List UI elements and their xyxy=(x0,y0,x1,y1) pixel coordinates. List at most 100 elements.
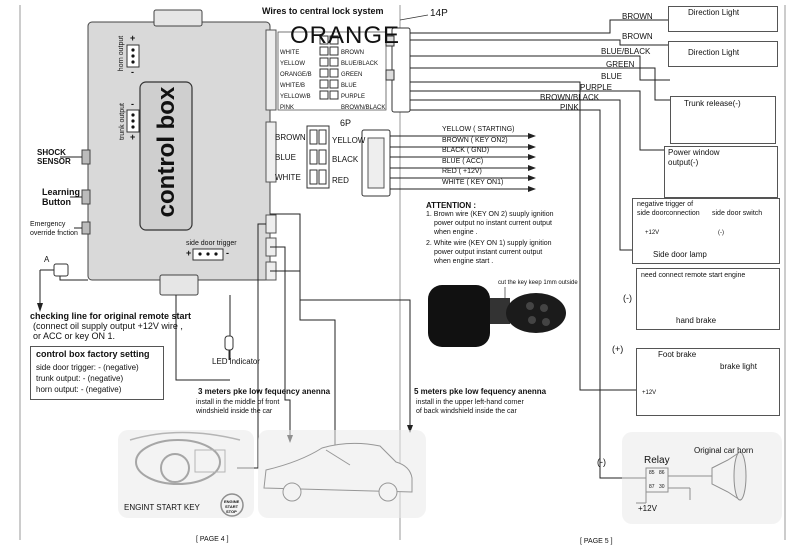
horn-label: Original car horn xyxy=(694,446,754,455)
trunk-output-label: trunk output xyxy=(118,103,126,140)
attention-line-1b: power output no instant current output xyxy=(434,220,552,227)
control-box-drawing xyxy=(81,9,277,296)
a-label: A xyxy=(44,255,50,264)
horn-output-label: horn output xyxy=(118,35,126,72)
trunk-plus: + xyxy=(130,132,136,142)
start-wire-3: BLUE ( ACC) xyxy=(442,158,484,165)
control-box-title: control box xyxy=(153,86,180,218)
hand-brake-label: hand brake xyxy=(676,316,717,325)
attention-line-1c: when engine . xyxy=(434,229,478,236)
shock-sensor-label-a: SHOCK xyxy=(37,148,66,157)
lock-wire-left-4: YELLOW/B xyxy=(280,94,311,100)
door-neg-label: (-) xyxy=(718,230,724,236)
check-line-c: or ACC or key ON 1. xyxy=(33,331,116,341)
start-wire-bundle xyxy=(390,135,528,190)
out-wire-4: BLUE xyxy=(601,72,622,81)
check-line-a: checking line for original remote start xyxy=(30,311,192,321)
lock-wire-left-1: YELLOW xyxy=(280,61,306,67)
orange-overlay: ORANGE xyxy=(290,22,401,49)
factory-line-2: trunk output: - (negative) xyxy=(36,374,124,383)
power-window-box xyxy=(664,146,778,198)
shock-sensor-label-b: SENSOR xyxy=(37,157,71,166)
lock-wire-left-2: ORANGE/B xyxy=(280,72,312,78)
start-button-text-1: ENGINE xyxy=(224,499,240,504)
attention-line-2b: power output instant current output xyxy=(434,249,543,256)
brake-box xyxy=(636,348,780,416)
antenna-3m-title: 3 meters pke low fequency anenna xyxy=(198,387,331,396)
out-wire-2: BLUE/BLACK xyxy=(601,47,651,56)
brake-12v-label: +12V xyxy=(642,390,657,396)
direction-light-box-2 xyxy=(668,41,778,67)
plus-sign: (+) xyxy=(612,344,624,354)
trunk-release-box xyxy=(670,96,776,144)
relay-12v-label: +12V xyxy=(638,504,657,513)
key-fob-drawing xyxy=(428,285,566,347)
relay-pin-85: 85 xyxy=(649,470,655,476)
lock-wire-right-0: BROWN xyxy=(341,50,364,56)
page-5-label: [ PAGE 5 ] xyxy=(580,538,613,545)
horn-panel xyxy=(622,432,782,524)
power-window-label-a: Power window xyxy=(668,148,720,157)
remote-start-label: need connect remote start engine xyxy=(641,272,746,279)
antenna-5m-line-1: install in the upper left-hand corner xyxy=(416,399,524,406)
antenna-5m-line-2: of back windshield inside the car xyxy=(416,408,517,415)
output-wire-bundle xyxy=(410,19,670,479)
antenna-3m-line-1: install in the middle of front xyxy=(196,399,280,406)
six-pin-left-0: BROWN xyxy=(275,133,306,142)
start-wire-2: BLACK ( GND) xyxy=(442,147,490,154)
page-4-label: [ PAGE 4 ] xyxy=(196,536,229,543)
learning-button-label-a: Learning xyxy=(42,187,81,197)
horn-plus: + xyxy=(130,33,136,43)
six-pin-right-0: YELLOW xyxy=(332,136,366,145)
check-line-b: (connect oil supply output +12V wire , xyxy=(33,321,183,331)
neg-sign-mid: (-) xyxy=(623,293,632,303)
neg-trigger-label-b: side doorconnection xyxy=(637,210,700,217)
trunk-release-label: Trunk release(-) xyxy=(684,99,741,108)
relay-pin-87: 87 xyxy=(649,484,655,490)
foot-brake-label: Foot brake xyxy=(658,350,697,359)
side-door-lamp-label: Side door lamp xyxy=(653,250,707,259)
lock-wire-right-4: PURPLE xyxy=(341,94,366,100)
direction-light-label-2: Direction Light xyxy=(688,48,740,57)
trunk-minus: - xyxy=(131,99,134,109)
factory-settings-box xyxy=(30,346,164,400)
six-pin-right-2: RED xyxy=(332,176,349,185)
door-plus: + xyxy=(186,248,192,258)
key-note: cut the key keep 1mm outside xyxy=(498,280,578,286)
door-minus: - xyxy=(226,248,229,258)
side-door-box xyxy=(632,198,780,264)
out-wire-0: BROWN xyxy=(622,12,653,21)
out-wire-3: GREEN xyxy=(606,60,635,69)
out-wire-7: PINK xyxy=(560,103,579,112)
lock-wire-left-5: PINK xyxy=(280,105,295,111)
antenna-5m-title: 5 meters pke low fequency anenna xyxy=(414,387,547,396)
brake-light-label: brake light xyxy=(720,362,757,371)
out-wire-5: PURPLE xyxy=(580,83,613,92)
attention-line-1a: 1. Brown wire (KEY ON 2) suuply ignition xyxy=(426,211,554,218)
lock-wire-right-3: BLUE xyxy=(341,83,357,89)
factory-line-1: side door trigger: - (negative) xyxy=(36,363,139,372)
relay-label: Relay xyxy=(644,455,670,466)
car-panel xyxy=(258,430,426,518)
relay-pin-30: 30 xyxy=(659,484,665,490)
steering-panel xyxy=(118,430,254,518)
direction-light-label-1: Direction Light xyxy=(688,8,740,17)
antenna-3m-line-2: windshield inside the car xyxy=(196,408,273,415)
direction-light-box-1 xyxy=(668,6,778,32)
door-12v-label: +12V xyxy=(645,230,660,236)
start-button-text-3: STOP xyxy=(226,509,237,514)
side-door-trigger-label: side door trigger xyxy=(186,240,237,247)
lock-pin-grid xyxy=(319,35,339,100)
learning-button-label-b: Button xyxy=(42,197,71,207)
six-pin-label: 6P xyxy=(340,118,352,128)
side-door-switch-label: side door switch xyxy=(712,210,763,217)
lock-wire-right-5: BROWN/BLACK xyxy=(341,105,386,111)
led-drawing xyxy=(224,335,234,360)
lock-wire-right-1: BLUE/BLACK xyxy=(341,61,379,67)
six-pin-right-1: BLACK xyxy=(332,155,359,164)
six-pin-left-2: WHITE xyxy=(275,173,301,182)
factory-line-3: horn output: - (negative) xyxy=(36,385,122,394)
start-wire-4: RED ( +12V) xyxy=(442,168,482,175)
attention-line-2c: when engine start . xyxy=(434,258,494,265)
neg-sign-relay: (-) xyxy=(597,457,606,467)
